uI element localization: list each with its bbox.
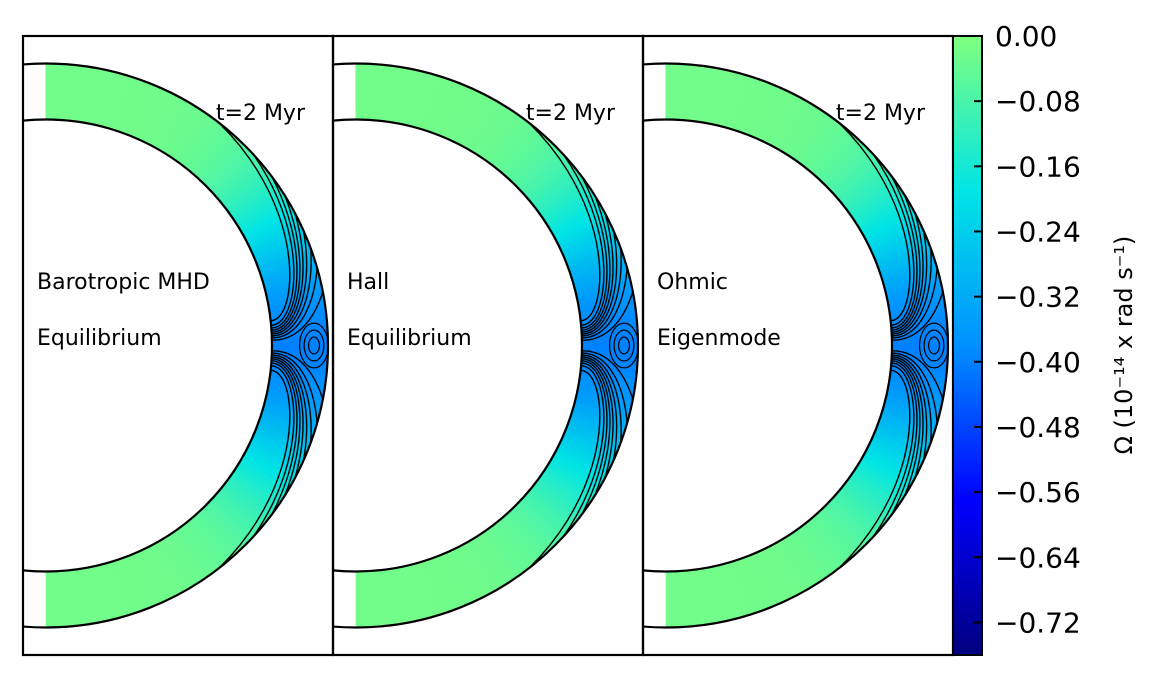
field-cell <box>355 63 362 120</box>
colorbar-tick-label: −0.24 <box>995 215 1081 248</box>
contour-line <box>581 352 628 424</box>
colorbar-label: Ω (10⁻¹⁴ x rad s⁻¹) <box>1110 236 1138 455</box>
contour-line <box>581 354 622 443</box>
contour-line <box>581 248 622 337</box>
panel-label-line1: Hall <box>347 270 389 295</box>
field-cell <box>665 63 672 120</box>
contour-line <box>271 291 324 341</box>
panel-time-label: t=2 Myr <box>836 101 926 126</box>
contour-line <box>562 153 605 327</box>
contour-line <box>271 358 304 479</box>
contour-line <box>218 369 291 569</box>
contour-line <box>581 362 608 515</box>
colorbar: 0.00 −0.08 −0.16 −0.24 −0.32 −0.40 −0.48 −0.56 −… <box>952 20 1138 656</box>
colorbar-tick-label: −0.32 <box>995 281 1081 314</box>
contour-line <box>581 176 608 329</box>
contour-core <box>613 329 635 362</box>
inner-boundary <box>643 118 894 573</box>
contour-line <box>528 122 601 322</box>
contour-line <box>271 362 298 515</box>
colorbar-tick-label: −0.64 <box>995 541 1081 574</box>
contour-line <box>838 369 911 569</box>
contour-line <box>872 364 915 538</box>
contour-line <box>218 122 291 322</box>
colorbar-tick-label: −0.48 <box>995 411 1081 444</box>
contour-line <box>581 230 618 335</box>
contour-line <box>271 248 312 337</box>
contour-line <box>271 360 301 496</box>
inner-boundary <box>333 118 584 573</box>
inner-boundary <box>23 118 274 573</box>
contour-line <box>891 195 921 331</box>
colorbar-tick-label: −0.40 <box>995 346 1081 379</box>
contour-line <box>562 364 605 538</box>
colorbar-tick-label: −0.72 <box>995 606 1081 639</box>
contour-line <box>271 267 318 339</box>
contour-line <box>271 176 298 329</box>
colorbar-gradient <box>952 35 983 656</box>
contour-line <box>891 230 928 335</box>
contour-line <box>891 352 938 424</box>
contour-line <box>872 153 915 327</box>
contour-line <box>581 267 628 339</box>
panel-label-line1: Barotropic MHD <box>37 270 210 295</box>
contour-line <box>271 356 308 461</box>
outer-boundary <box>23 62 330 629</box>
contour-line <box>528 369 601 569</box>
contour-line <box>891 356 928 461</box>
panel-label-line1: Ohmic <box>657 270 728 295</box>
panel-time-label: t=2 Myr <box>216 101 306 126</box>
contour-line <box>891 354 932 443</box>
contour-line <box>891 360 921 496</box>
colorbar-tick-label: −0.16 <box>995 150 1081 183</box>
contour-line <box>838 122 911 322</box>
contour-line <box>891 362 918 515</box>
outer-boundary <box>333 62 640 629</box>
contour-core <box>617 336 630 355</box>
contour-line <box>891 248 932 337</box>
colorbar-tick-label: 0.00 <box>995 20 1057 53</box>
outer-boundary <box>643 62 950 629</box>
contour-line <box>581 360 611 496</box>
contour-line <box>271 212 304 333</box>
contour-core <box>303 329 325 362</box>
contour-line <box>271 354 312 443</box>
panel-label-line2: Eigenmode <box>657 326 781 351</box>
contour-line <box>581 195 611 331</box>
contour-line <box>581 350 634 400</box>
contour-line <box>581 291 634 341</box>
contour-line <box>891 176 918 329</box>
colorbar-ticks: 0.00 −0.08 −0.16 −0.24 −0.32 −0.40 −0.48 −0.56 −… <box>974 20 1081 639</box>
panel-label-line2: Equilibrium <box>347 326 472 351</box>
contour-line <box>891 267 938 339</box>
colorbar-tick-label: −0.56 <box>995 476 1081 509</box>
contour-line <box>271 350 324 400</box>
panel-label-line2: Equilibrium <box>37 326 162 351</box>
panel-time-label: t=2 Myr <box>526 101 616 126</box>
contour-line <box>891 358 924 479</box>
contour-line <box>891 350 944 400</box>
contour-core <box>923 329 945 362</box>
contour-line <box>271 230 308 335</box>
contour-line <box>271 195 301 331</box>
field-cell <box>45 63 52 120</box>
contour-line <box>891 212 924 333</box>
contour-line <box>891 291 944 341</box>
contour-line <box>581 212 614 333</box>
contour-core <box>927 336 940 355</box>
contour-line <box>252 153 295 327</box>
contour-line <box>271 352 318 424</box>
contour-core <box>308 336 321 355</box>
contour-line <box>581 356 618 461</box>
contour-line <box>581 358 614 479</box>
contour-line <box>252 364 295 538</box>
colorbar-tick-label: −0.08 <box>995 85 1081 118</box>
